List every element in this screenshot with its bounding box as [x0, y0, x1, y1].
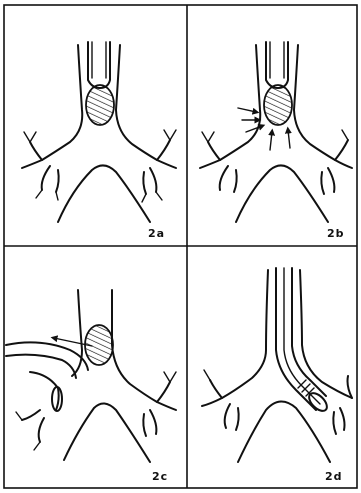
panel-label-2c: 2c	[152, 470, 168, 483]
panel-2d: 2d	[202, 268, 352, 483]
panel-2a: 2a	[22, 42, 176, 240]
panel-label-2a: 2a	[148, 227, 165, 240]
figure-frame	[4, 5, 357, 488]
panel-label-2d: 2d	[325, 470, 343, 483]
hatched-cuff	[264, 85, 292, 125]
panel-label-2b: 2b	[327, 227, 345, 240]
hatched-cuff	[86, 85, 114, 125]
panel-2c: 2c	[6, 290, 176, 483]
panel-2b: 2b	[200, 42, 352, 240]
